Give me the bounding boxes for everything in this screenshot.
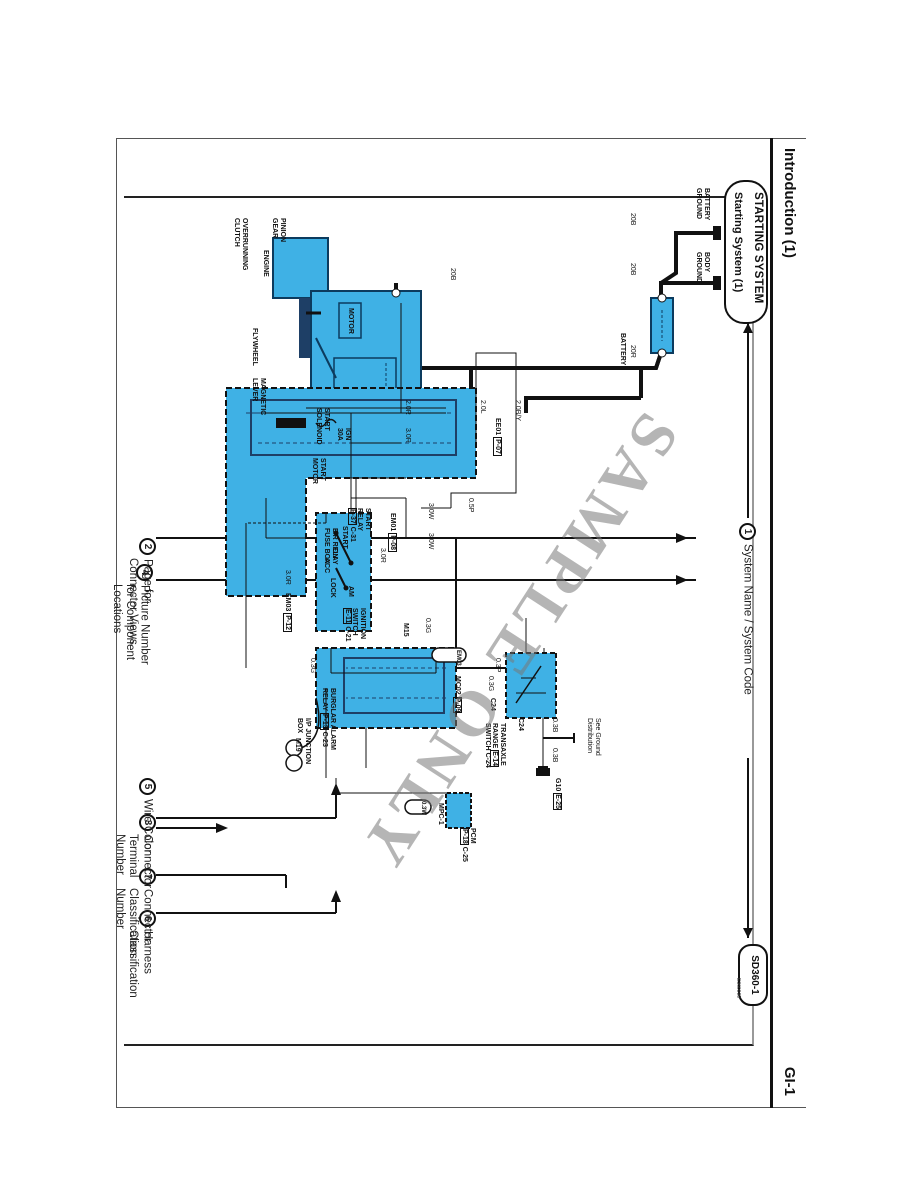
callout-1-number: 1 [739, 523, 756, 540]
system-code: SD360-1 [749, 955, 760, 995]
wire-solenoid: 2.0B/Y [514, 400, 521, 422]
ejr-relay-fuse-box [225, 387, 477, 597]
label-engine: ENGINE [262, 250, 269, 277]
connector-m19: M19 [294, 738, 301, 752]
wire-color-pill [404, 799, 432, 815]
arrowhead-icon [743, 928, 753, 938]
callout-4-line3: Locations [111, 584, 123, 634]
wire-bat-gnd: 20B [629, 213, 636, 226]
wire-range-b: 0.3B [551, 718, 558, 733]
wire-relay-coil: 0.5P [467, 498, 474, 513]
ignition-switch-box [315, 512, 372, 632]
callout-5-text: Wire Color [141, 799, 154, 854]
pcm-box [445, 792, 472, 829]
ign-pos-on: ON [331, 548, 338, 559]
battery-ground-cable [659, 231, 706, 285]
battery-terminal-neg [657, 293, 667, 303]
ign-pos-am: AM [347, 586, 354, 597]
callout-3-line3: Number [114, 834, 126, 875]
ign-pos-lock: LOCK [329, 578, 336, 598]
wire-motor-feed: 20B [449, 268, 456, 281]
connector-eeb01: EE01 P-07 [493, 418, 502, 456]
wire-ign-start2: 3.0W [427, 533, 434, 550]
callout-5-number: 5 [139, 778, 156, 795]
ign-pos-acc: ACC [323, 558, 330, 574]
callout-2-line2: Connector Views [127, 558, 139, 645]
wire-bat-pos: 20R [629, 345, 636, 358]
wire-relay-out: 2.0L [479, 400, 486, 414]
arrowhead-icon [331, 890, 341, 902]
label-flywheel: FLYWHEEL [251, 328, 258, 366]
motor-icon [338, 302, 362, 339]
callout-2-line1: Page for [141, 559, 154, 603]
arrowhead-icon [676, 575, 688, 585]
harness-leader [300, 697, 320, 749]
burglar-alarm-relay-box [343, 657, 445, 714]
fuse-icon [315, 418, 337, 428]
wire-ign-feed2: 3.0R [284, 570, 291, 585]
system-name: STARTING SYSTEM [752, 192, 764, 304]
callout-3-line2: Terminal [127, 834, 139, 878]
body-ground-icon [706, 276, 721, 290]
wire-burglar-out: 0.3G [309, 658, 316, 674]
wire-fuse-out: 3.0R [404, 428, 411, 443]
rotated-content: Introduction (1) GI-1 [111, 138, 806, 1108]
body-ground-cable [659, 281, 706, 298]
motor-terminal [391, 288, 401, 298]
callout-5-block: 5Wire Color [139, 778, 156, 898]
arrowhead-icon [216, 823, 228, 833]
ign-pos-start: START [341, 526, 348, 549]
arrowhead-icon [743, 323, 753, 333]
battery-ground-icon [706, 226, 721, 240]
wire-ign-out: 0.3G [424, 618, 431, 634]
wire-relay-in: 2.0R [404, 400, 411, 415]
engine-icon [272, 237, 329, 299]
wire-range-c: 0.3B [551, 748, 558, 763]
connector-em03-pill [431, 647, 467, 663]
ground-g10-label: G10 E-25 [553, 778, 562, 810]
callout-1: 1System Name / System Code [739, 523, 756, 695]
connector-em03: EM03 P-12 [283, 593, 292, 633]
arrowhead-icon [676, 533, 688, 543]
battery-terminal-pos [657, 348, 667, 358]
fuse-holder-icon [276, 418, 306, 428]
magnetic-lever-icon [315, 337, 337, 379]
flywheel-icon [299, 298, 311, 358]
label-battery: BATTERY [619, 333, 626, 366]
label-motor: MOTOR [347, 308, 354, 334]
wiring-diagram [156, 226, 753, 938]
wire-ign-start: 3.0W [427, 503, 434, 520]
g10-ground-icon [536, 766, 550, 776]
system-subtitle: Starting System (1) [732, 192, 744, 293]
connector-em01: EM01 P-08 [388, 513, 397, 553]
connector-m15: M15 [402, 623, 409, 637]
transaxle-range-switch-box [505, 652, 557, 719]
relay-coil-wire [450, 352, 517, 508]
wire-ign-feed: 3.0R [379, 548, 386, 563]
start-relay-box [250, 399, 457, 456]
connector-c24b: C24 [517, 718, 524, 731]
callout-1-text: System Name / System Code [741, 544, 754, 695]
wire-body-gnd: 20B [629, 263, 636, 276]
figure-id: E360000 [735, 978, 741, 999]
callout-2-number: 2 [139, 538, 156, 555]
system-code-pill: SD360-1 [738, 944, 768, 1006]
system-name-pill: STARTING SYSTEM Starting System (1) [724, 180, 768, 324]
ignition-contact-icon [335, 532, 352, 564]
